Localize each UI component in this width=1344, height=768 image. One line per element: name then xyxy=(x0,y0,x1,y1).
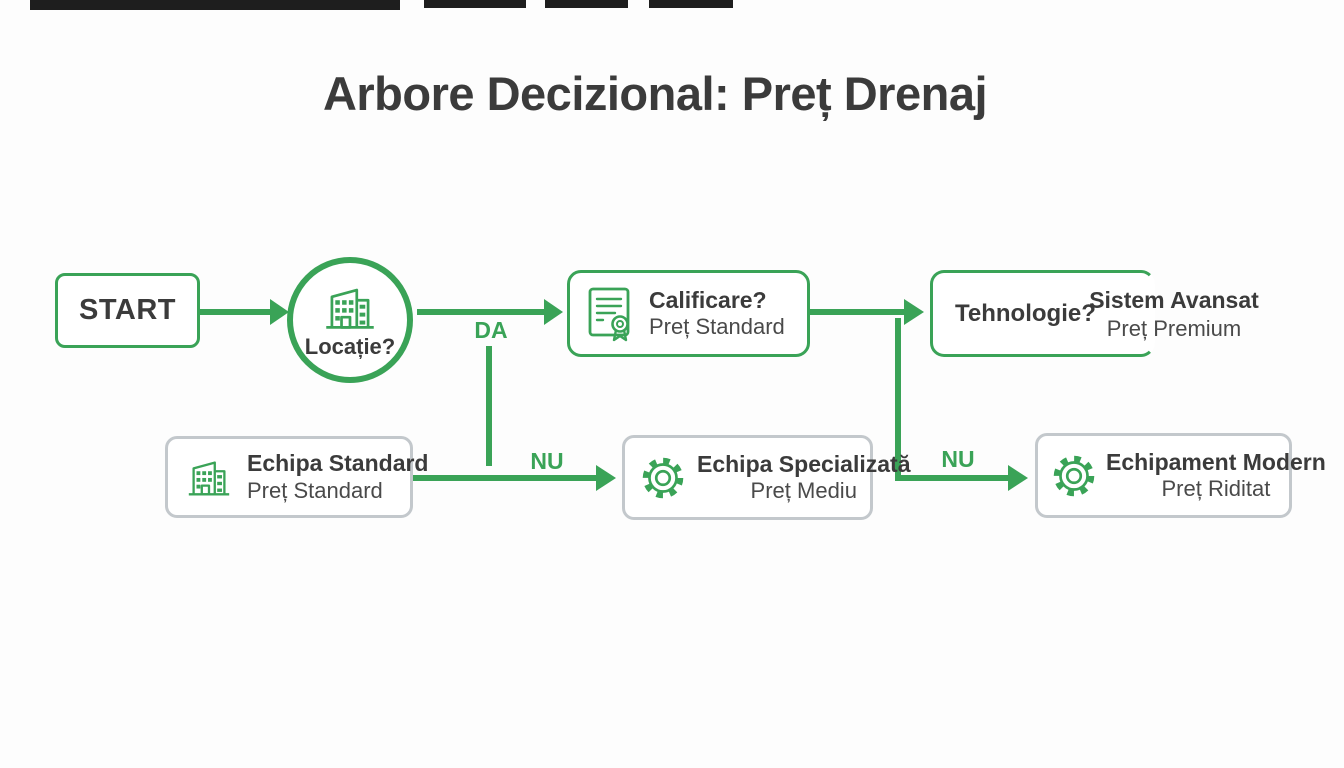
page-title: Arbore Decizional: Preț Drenaj xyxy=(322,67,988,120)
tehnologie-annex: Sistem Avansat Preț Premium xyxy=(1089,286,1259,342)
edge-label-da: DA xyxy=(474,317,508,343)
node-echipament-modern: Echipament Modern Preț Riditat xyxy=(1035,433,1326,518)
building-icon xyxy=(188,461,230,496)
cropped-text-bar xyxy=(30,0,400,10)
echipa-standard-subtitle: Preț Standard xyxy=(247,477,383,503)
cropped-text-bar xyxy=(545,0,628,8)
echipament-modern-title: Echipament Modern xyxy=(1106,448,1326,475)
echipa-standard-title: Echipa Standard xyxy=(247,450,429,476)
arrowhead-icon xyxy=(270,299,289,325)
arrowhead-icon xyxy=(544,299,563,325)
start-label: START xyxy=(78,294,176,326)
calificare-title: Calificare? xyxy=(649,286,767,313)
connector-nu-branch-right xyxy=(895,318,1010,481)
tehnologie-annex-title: Sistem Avansat xyxy=(1089,287,1259,313)
node-calificare: Calificare? Preț Standard xyxy=(567,270,810,357)
arrowhead-icon xyxy=(596,465,616,491)
calificare-subtitle: Preț Standard xyxy=(649,314,785,340)
arrowhead-icon xyxy=(904,299,924,325)
gear-icon xyxy=(642,457,684,498)
node-location-decision: Locație? xyxy=(287,257,413,383)
node-echipa-standard: Echipa Standard Preț Standard xyxy=(165,436,428,518)
edge-label-nu-right: NU xyxy=(941,446,975,472)
cropped-text-bar xyxy=(424,0,526,8)
echipa-specializata-title: Echipa Specializată xyxy=(697,450,911,477)
node-tehnologie: Tehnologie? xyxy=(930,270,1155,357)
echipa-specializata-subtitle: Preț Mediu xyxy=(750,478,857,504)
tehnologie-annex-subtitle: Preț Premium xyxy=(1106,315,1242,341)
gear-icon xyxy=(1053,455,1095,496)
arrowhead-icon xyxy=(1008,465,1028,491)
building-icon xyxy=(326,288,374,329)
node-start: START xyxy=(55,273,200,348)
certificate-icon xyxy=(588,287,630,341)
location-label: Locație? xyxy=(304,333,396,359)
node-echipa-specializata: Echipa Specializată Preț Mediu xyxy=(622,435,910,520)
cropped-text-bar xyxy=(649,0,733,8)
echipament-modern-subtitle: Preț Riditat xyxy=(1161,476,1271,502)
edge-label-nu-left: NU xyxy=(530,448,564,474)
tehnologie-title: Tehnologie? xyxy=(955,299,1096,327)
